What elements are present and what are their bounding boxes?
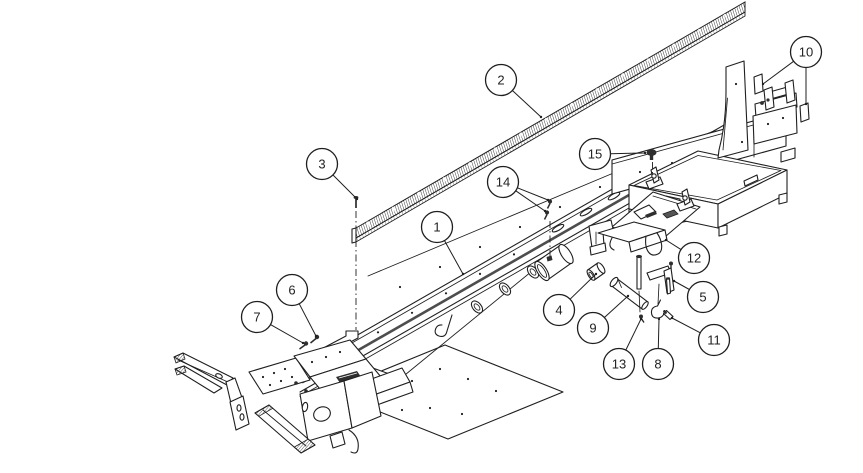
leader-tip <box>594 272 598 276</box>
callout-number-8: 8 <box>654 357 661 372</box>
callout-leader-5 <box>673 280 690 290</box>
callout-balloon-3[interactable] <box>305 147 339 181</box>
roller-tube <box>534 243 574 282</box>
callout-leader-10 <box>762 60 794 85</box>
callout-balloon-6[interactable] <box>275 273 309 307</box>
callout-number-11: 11 <box>707 333 721 348</box>
callout-number-7: 7 <box>253 310 260 325</box>
leader-tip <box>546 198 550 202</box>
part-pin-9 <box>609 276 649 310</box>
callout-balloon-15[interactable] <box>578 137 612 171</box>
callout-leader-14 <box>517 187 549 201</box>
leader-tip <box>672 279 676 283</box>
part-pin-11 <box>662 309 674 321</box>
callout-leader-14 <box>515 190 546 212</box>
callout-number-5: 5 <box>699 290 706 305</box>
callout-number-3: 3 <box>318 157 325 172</box>
callout-leader-13 <box>625 318 642 351</box>
leader-tip <box>804 102 808 106</box>
callout-number-1: 1 <box>433 220 440 235</box>
callout-leader-4 <box>569 273 597 300</box>
callout-balloon-11[interactable] <box>697 323 731 357</box>
roller-axis-parts <box>399 243 649 380</box>
callout-leader-12 <box>665 239 682 251</box>
callout-balloon-5[interactable] <box>686 280 720 314</box>
part-knob-15 <box>646 149 657 176</box>
callout-number-9: 9 <box>589 321 596 336</box>
callout-leader-9 <box>604 295 629 318</box>
part-hook-8 <box>650 299 666 319</box>
ring-washer <box>470 300 484 314</box>
part-shim-10b <box>799 102 810 123</box>
part-bushing-4 <box>586 262 606 281</box>
leader-tip <box>643 151 647 155</box>
leader-tip <box>355 197 359 201</box>
leader-tip <box>657 317 661 321</box>
callout-number-4: 4 <box>555 303 562 318</box>
callout-balloon-12[interactable] <box>677 241 711 275</box>
callout-balloon-1[interactable] <box>420 210 454 244</box>
callout-number-13: 13 <box>612 357 626 372</box>
leader-tip <box>761 82 765 86</box>
part-carriage-12 <box>588 166 701 313</box>
part-screw-3 <box>353 196 359 330</box>
mast-plate <box>717 60 749 159</box>
callout-number-12: 12 <box>687 251 701 266</box>
callout-balloon-7[interactable] <box>240 300 274 334</box>
ring-washer <box>498 282 512 296</box>
hitch-assembly <box>173 339 414 454</box>
callout-balloon-9[interactable] <box>576 311 610 345</box>
callout-number-14: 14 <box>496 175 510 190</box>
callout-number-10: 10 <box>799 45 813 60</box>
part-wear-strip <box>351 1 746 244</box>
callout-number-6: 6 <box>288 283 295 298</box>
callout-balloon-2[interactable] <box>484 63 518 97</box>
leader-tip <box>539 115 543 119</box>
leader-tip <box>543 209 547 213</box>
channel-and-bracket <box>752 73 810 163</box>
leader-tip <box>626 294 630 298</box>
callout-leader-3 <box>332 174 358 200</box>
leader-tip <box>670 316 674 320</box>
callout-number-15: 15 <box>588 147 602 162</box>
callout-balloon-4[interactable] <box>542 293 576 327</box>
part-fittings-14 <box>543 199 553 262</box>
callout-number-2: 2 <box>497 73 504 88</box>
leader-tip <box>301 341 305 345</box>
leader-tip <box>664 238 668 242</box>
leader-tip <box>639 317 643 321</box>
part-bracket-5 <box>646 261 675 295</box>
latch-right <box>676 188 695 212</box>
callout-leader-2 <box>512 90 542 118</box>
latch-hardware <box>639 261 675 323</box>
callout-balloon-8[interactable] <box>641 347 675 381</box>
callout-balloon-13[interactable] <box>602 347 636 381</box>
callout-balloon-10[interactable] <box>789 35 823 69</box>
callout-leader-8 <box>657 318 660 349</box>
callout-leader-6 <box>298 303 317 337</box>
callout-balloon-14[interactable] <box>486 165 520 199</box>
callout-leader-7 <box>270 324 304 344</box>
latch-left <box>645 166 664 190</box>
callout-leader-15 <box>610 152 646 155</box>
callout-leader-1 <box>444 240 464 275</box>
part-shim-10a <box>753 73 764 95</box>
leader-tip <box>461 272 465 276</box>
leader-tip <box>314 334 318 338</box>
callout-leader-11 <box>671 317 701 334</box>
